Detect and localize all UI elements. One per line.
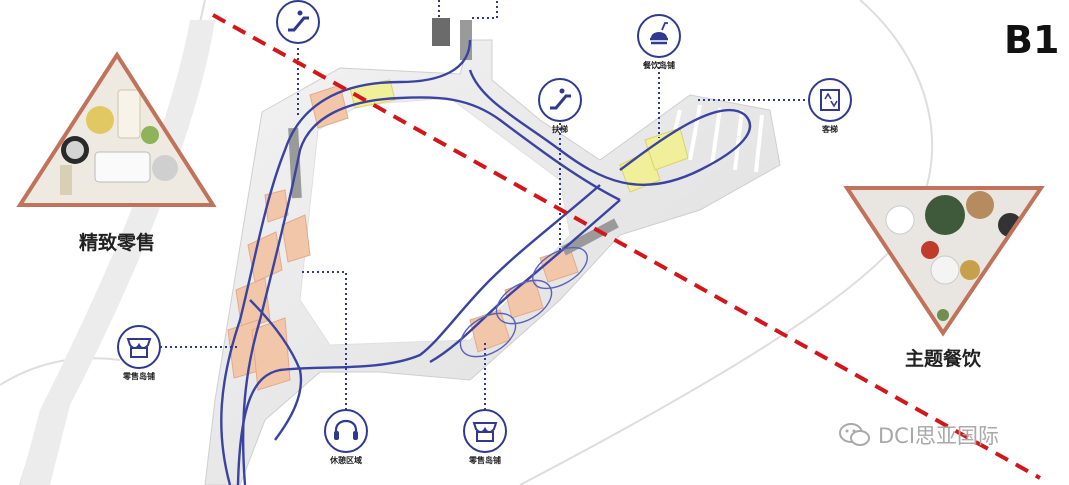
- wechat-icon: [839, 423, 870, 446]
- retail-zone-title: 精致零售: [78, 232, 156, 254]
- storefront-icon[interactable]: [117, 325, 161, 369]
- zone-divider: [212, 13, 1041, 480]
- elevator-icon[interactable]: [808, 78, 852, 122]
- escalator-icon[interactable]: [276, 0, 320, 44]
- dining-kiosk-label: 餐饮岛铺: [643, 61, 675, 70]
- dining-units: [349, 79, 689, 193]
- escalator-label: 扶梯: [552, 125, 568, 134]
- retail-kiosk-label: 零售岛铺: [123, 372, 155, 381]
- storefront-icon[interactable]: [463, 409, 507, 453]
- watermark: DCI思亚国际: [838, 420, 999, 450]
- dining-zone-title: 主题餐饮: [904, 348, 982, 370]
- retail-kiosk-label: 零售岛铺: [469, 456, 501, 465]
- retail-units: [227, 84, 579, 391]
- dining-triangle: [843, 186, 1045, 337]
- dining-icon[interactable]: [637, 14, 681, 58]
- escalators: [288, 18, 619, 256]
- floor-level-label: B1: [1004, 18, 1060, 62]
- courtyard-void: [299, 97, 571, 346]
- watermark-text: DCI思亚国际: [878, 424, 1000, 448]
- leader-lines: [160, 0, 810, 410]
- kiosk-rings: [459, 246, 588, 358]
- headphones-icon[interactable]: [324, 409, 368, 453]
- escalator-icon[interactable]: [538, 78, 582, 122]
- elevator-label: 客梯: [822, 125, 838, 134]
- circulation-routes: [220, 39, 752, 485]
- rest-area-label: 休憩区域: [330, 456, 362, 465]
